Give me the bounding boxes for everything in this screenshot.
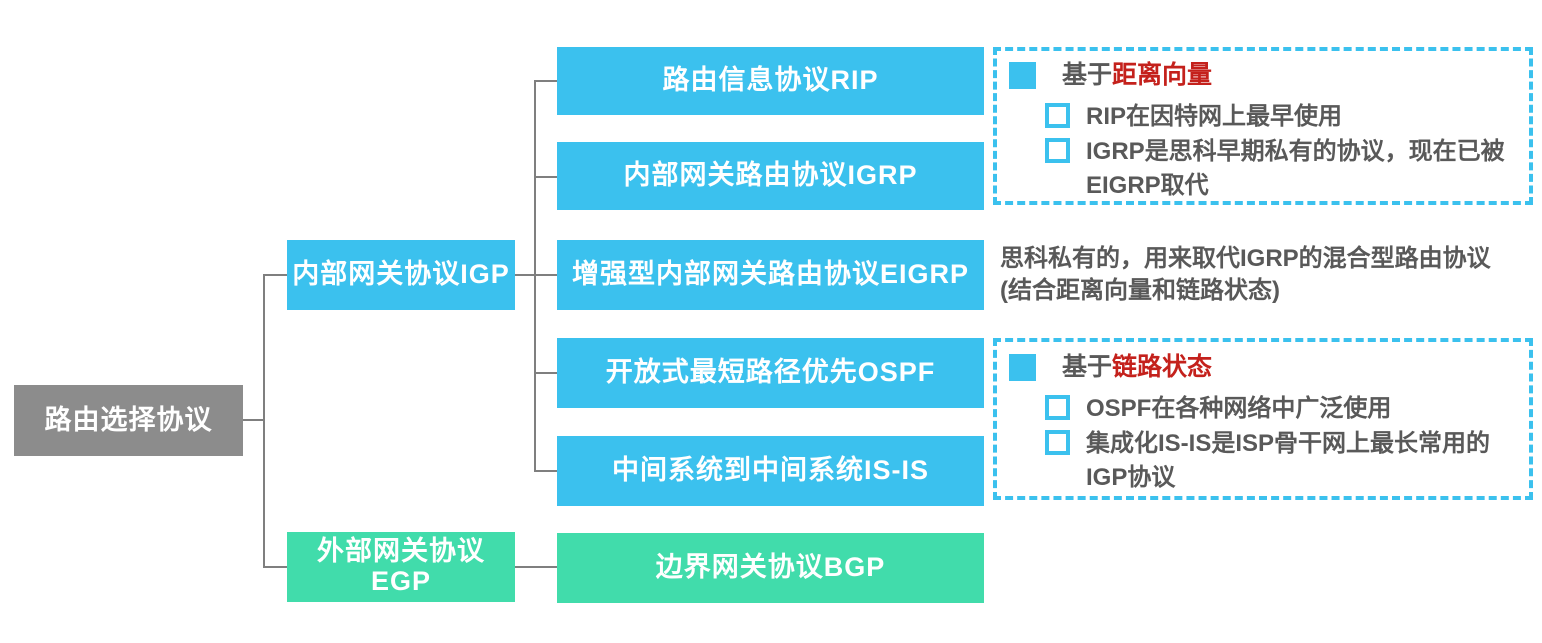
node-ospf-label: 开放式最短路径优先OSPF xyxy=(605,357,936,388)
connector-trunk-egp xyxy=(263,566,287,568)
check-item-rip-label: RIP在因特网上最早使用 xyxy=(1086,103,1343,130)
check-item-rip: RIP在因特网上最早使用 xyxy=(1045,100,1515,134)
connector-trunk-rip xyxy=(534,80,557,82)
node-eigrp-label: 增强型内部网关路由协议EIGRP xyxy=(571,259,970,290)
filled-square-bullet-icon xyxy=(1009,354,1036,381)
node-bgp-label: 边界网关协议BGP xyxy=(655,552,886,583)
node-igp: 内部网关协议IGP xyxy=(287,240,515,310)
node-rip-label: 路由信息协议RIP xyxy=(662,65,879,96)
callout-distance-vector xyxy=(993,47,1533,205)
check-item-isis-label: 集成化IS-IS是ISP骨干网上最长常用的IGP协议 xyxy=(1086,430,1491,491)
legend-title-highlight: 链路状态 xyxy=(1112,353,1213,381)
node-eigrp: 增强型内部网关路由协议EIGRP xyxy=(557,240,984,310)
filled-square-bullet-icon xyxy=(1009,62,1036,89)
eigrp-note-line1: 思科私有的，用来取代IGRP的混合型路由协议 xyxy=(1000,245,1491,272)
connector-root-trunk xyxy=(243,419,265,421)
connector-trunk-igrp xyxy=(534,176,557,178)
connector-trunk-isis xyxy=(534,470,557,472)
check-item-igrp: IGRP是思科早期私有的协议，现在已被EIGRP取代 xyxy=(1045,135,1515,203)
node-ospf: 开放式最短路径优先OSPF xyxy=(557,338,984,408)
connector-igp-trunk xyxy=(515,274,536,276)
check-item-ospf: OSPF在各种网络中广泛使用 xyxy=(1045,392,1515,426)
checkbox-icon xyxy=(1045,103,1070,128)
connector-trunk-level2 xyxy=(534,80,536,472)
node-isis-label: 中间系统到中间系统IS-IS xyxy=(611,455,929,486)
connector-trunk-ospf xyxy=(534,372,557,374)
eigrp-note-line2: (结合距离向量和链路状态) xyxy=(1000,277,1280,304)
node-isis: 中间系统到中间系统IS-IS xyxy=(557,436,984,506)
node-igrp: 内部网关路由协议IGRP xyxy=(557,142,984,210)
connector-trunk-eigrp xyxy=(534,274,557,276)
check-item-isis: 集成化IS-IS是ISP骨干网上最长常用的IGP协议 xyxy=(1045,427,1515,495)
callout-link-state xyxy=(993,338,1533,500)
node-egp: 外部网关协议EGP xyxy=(287,532,515,602)
legend-title-highlight: 距离向量 xyxy=(1112,61,1213,89)
node-egp-label: 外部网关协议EGP xyxy=(317,536,485,596)
node-igp-label: 内部网关协议IGP xyxy=(292,259,510,290)
checkbox-icon xyxy=(1045,138,1070,163)
node-bgp: 边界网关协议BGP xyxy=(557,533,984,603)
legend-link-state-title: 基于链路状态 xyxy=(1062,352,1212,383)
node-rip: 路由信息协议RIP xyxy=(557,47,984,115)
node-igrp-label: 内部网关路由协议IGRP xyxy=(623,160,918,191)
legend-distance-vector-title: 基于距离向量 xyxy=(1062,60,1212,91)
node-root-label: 路由选择协议 xyxy=(44,404,213,435)
connector-egp-bgp xyxy=(515,566,557,568)
eigrp-note: 思科私有的，用来取代IGRP的混合型路由协议 (结合距离向量和链路状态) xyxy=(1000,243,1540,307)
node-root: 路由选择协议 xyxy=(14,385,243,456)
legend-distance-vector: 基于距离向量 xyxy=(1009,60,1212,91)
checkbox-icon xyxy=(1045,430,1070,455)
check-item-ospf-label: OSPF在各种网络中广泛使用 xyxy=(1086,395,1392,422)
legend-title-prefix: 基于 xyxy=(1062,353,1113,381)
checkbox-icon xyxy=(1045,395,1070,420)
connector-trunk-igp xyxy=(263,274,287,276)
legend-link-state: 基于链路状态 xyxy=(1009,352,1212,383)
connector-trunk-level1 xyxy=(263,274,265,568)
check-item-igrp-label: IGRP是思科早期私有的协议，现在已被EIGRP取代 xyxy=(1086,138,1505,199)
legend-title-prefix: 基于 xyxy=(1062,61,1113,89)
